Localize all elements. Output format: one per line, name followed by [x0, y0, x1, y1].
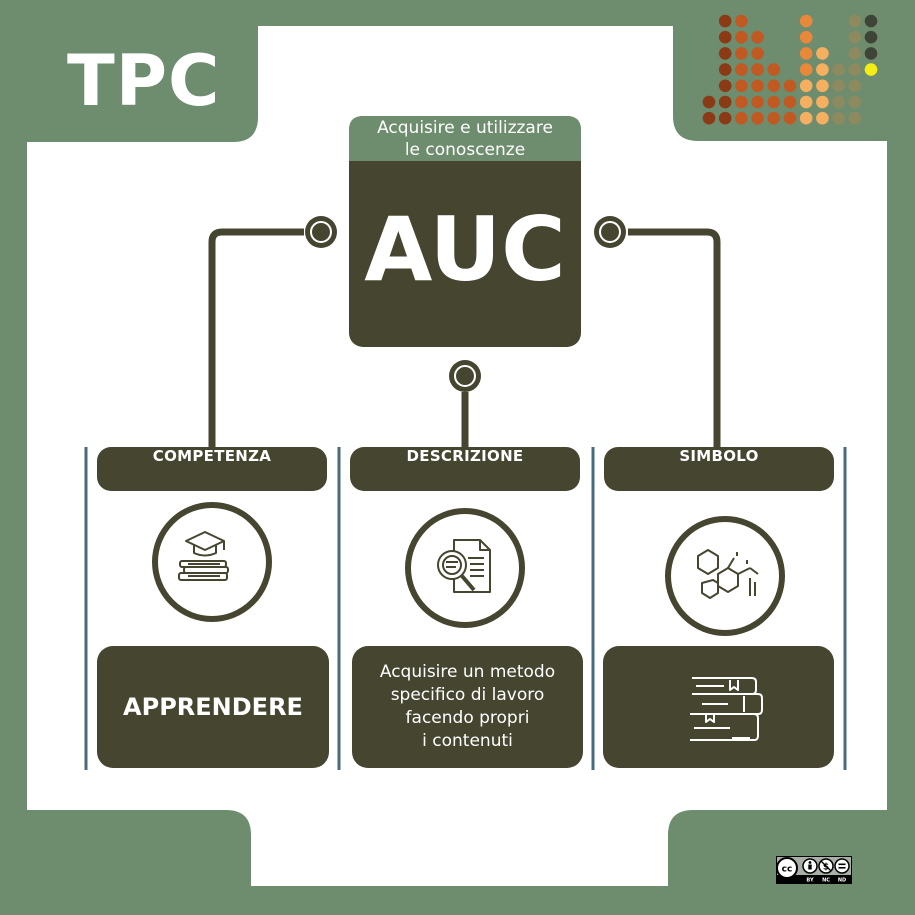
decorative-dot	[799, 30, 813, 44]
auc-title: AUC	[364, 198, 566, 301]
decorative-dot	[735, 95, 748, 109]
decorative-dot	[767, 95, 781, 109]
connector-lines	[208, 228, 721, 447]
decorative-dot	[751, 95, 764, 109]
icon-circles	[152, 502, 785, 636]
decorative-dot	[718, 79, 732, 93]
decorative-dot	[718, 14, 732, 28]
decorative-dot	[735, 111, 748, 125]
descrizione-value: Acquisire un metodo specifico di lavoro …	[352, 646, 583, 768]
decorative-dot	[751, 111, 764, 125]
decorative-dot	[816, 111, 829, 125]
decorative-dot	[799, 14, 813, 28]
decorative-dot	[832, 79, 845, 93]
decorative-dot	[718, 95, 732, 109]
decorative-dot	[702, 95, 716, 109]
molecule-structure-icon	[697, 549, 759, 599]
decorative-dot	[832, 63, 845, 76]
decorative-dot	[816, 95, 829, 109]
decorative-dot	[783, 79, 797, 93]
decorative-dot	[799, 79, 813, 93]
decorative-dot	[799, 47, 813, 60]
decorative-dot	[864, 14, 878, 28]
decorative-dot	[718, 63, 732, 76]
decorative-dot	[751, 47, 764, 60]
column-heading-pills	[97, 447, 834, 491]
auc-box-header	[349, 116, 581, 161]
competenza-value: APPRENDERE	[97, 646, 329, 768]
decorative-dot	[735, 63, 748, 76]
svg-text:$: $	[823, 863, 829, 873]
descrizione-line: specifico di lavoro	[390, 685, 545, 705]
column-heading-descrizione: DESCRIZIONE	[406, 447, 524, 465]
decorative-dot	[751, 79, 764, 93]
decorative-dot	[848, 79, 862, 93]
value-boxes	[97, 646, 834, 768]
auc-subtitle-line: le conoscenze	[404, 140, 526, 160]
decorative-dot	[848, 47, 862, 60]
decorative-dot	[832, 95, 845, 109]
decorative-dot	[816, 63, 829, 76]
decorative-dot	[848, 30, 862, 44]
descrizione-line: facendo propri	[405, 708, 530, 728]
decorative-dot	[832, 111, 845, 125]
descrizione-line: Acquisire un metodo	[379, 662, 556, 682]
auc-box	[349, 116, 581, 347]
cc-by-nc-nd-icon[interactable]: cc $ BY NC ND	[776, 856, 852, 884]
decorative-dot	[767, 111, 781, 125]
decorative-dot	[718, 47, 732, 60]
svg-text:cc: cc	[782, 865, 793, 875]
brand-logo-text: TPC	[67, 40, 221, 122]
decorative-dot	[718, 30, 732, 44]
column-heading-simbolo: SIMBOLO	[679, 447, 759, 465]
decorative-dot	[767, 63, 781, 76]
decorative-dot	[751, 63, 764, 76]
decorative-dot	[848, 95, 862, 109]
decorative-dot	[783, 111, 797, 125]
decorative-dot	[848, 63, 862, 76]
column-dividers	[84, 447, 847, 770]
license-label-by: BY	[806, 878, 814, 884]
decorative-dot	[816, 47, 829, 60]
decorative-dot	[848, 111, 862, 125]
license-label-nc: NC	[822, 878, 830, 884]
decorative-dot	[848, 14, 862, 28]
descrizione-line: i contenuti	[422, 731, 513, 751]
decorative-dot	[751, 30, 764, 44]
decorative-dot	[864, 47, 878, 60]
decorative-dot	[864, 30, 878, 44]
license-label-nd: ND	[838, 878, 846, 884]
decorative-dot	[767, 79, 781, 93]
decorative-dot	[783, 95, 797, 109]
decorative-dot	[702, 111, 716, 125]
decorative-dot	[735, 14, 748, 28]
book-stack-icon	[690, 677, 763, 741]
decorative-dot	[735, 47, 748, 60]
document-magnifier-icon	[437, 539, 491, 593]
graduation-books-icon	[178, 531, 229, 581]
column-heading-competenza: COMPETENZA	[152, 447, 272, 465]
connector-nodes	[305, 216, 626, 392]
decorative-dot	[816, 79, 829, 93]
decorative-dot	[735, 30, 748, 44]
decorative-dot	[735, 79, 748, 93]
decorative-dot	[799, 111, 813, 125]
competenza-value-text: APPRENDERE	[123, 693, 303, 721]
decorative-dot-grid-icon	[702, 14, 878, 125]
auc-subtitle-line: Acquisire e utilizzare	[377, 118, 553, 138]
decorative-dot	[718, 111, 732, 125]
decorative-dot	[799, 63, 813, 76]
auc-subtitle: Acquisire e utilizzare le conoscenze	[349, 117, 581, 161]
decorative-dot	[799, 95, 813, 109]
decorative-dot	[864, 63, 878, 76]
